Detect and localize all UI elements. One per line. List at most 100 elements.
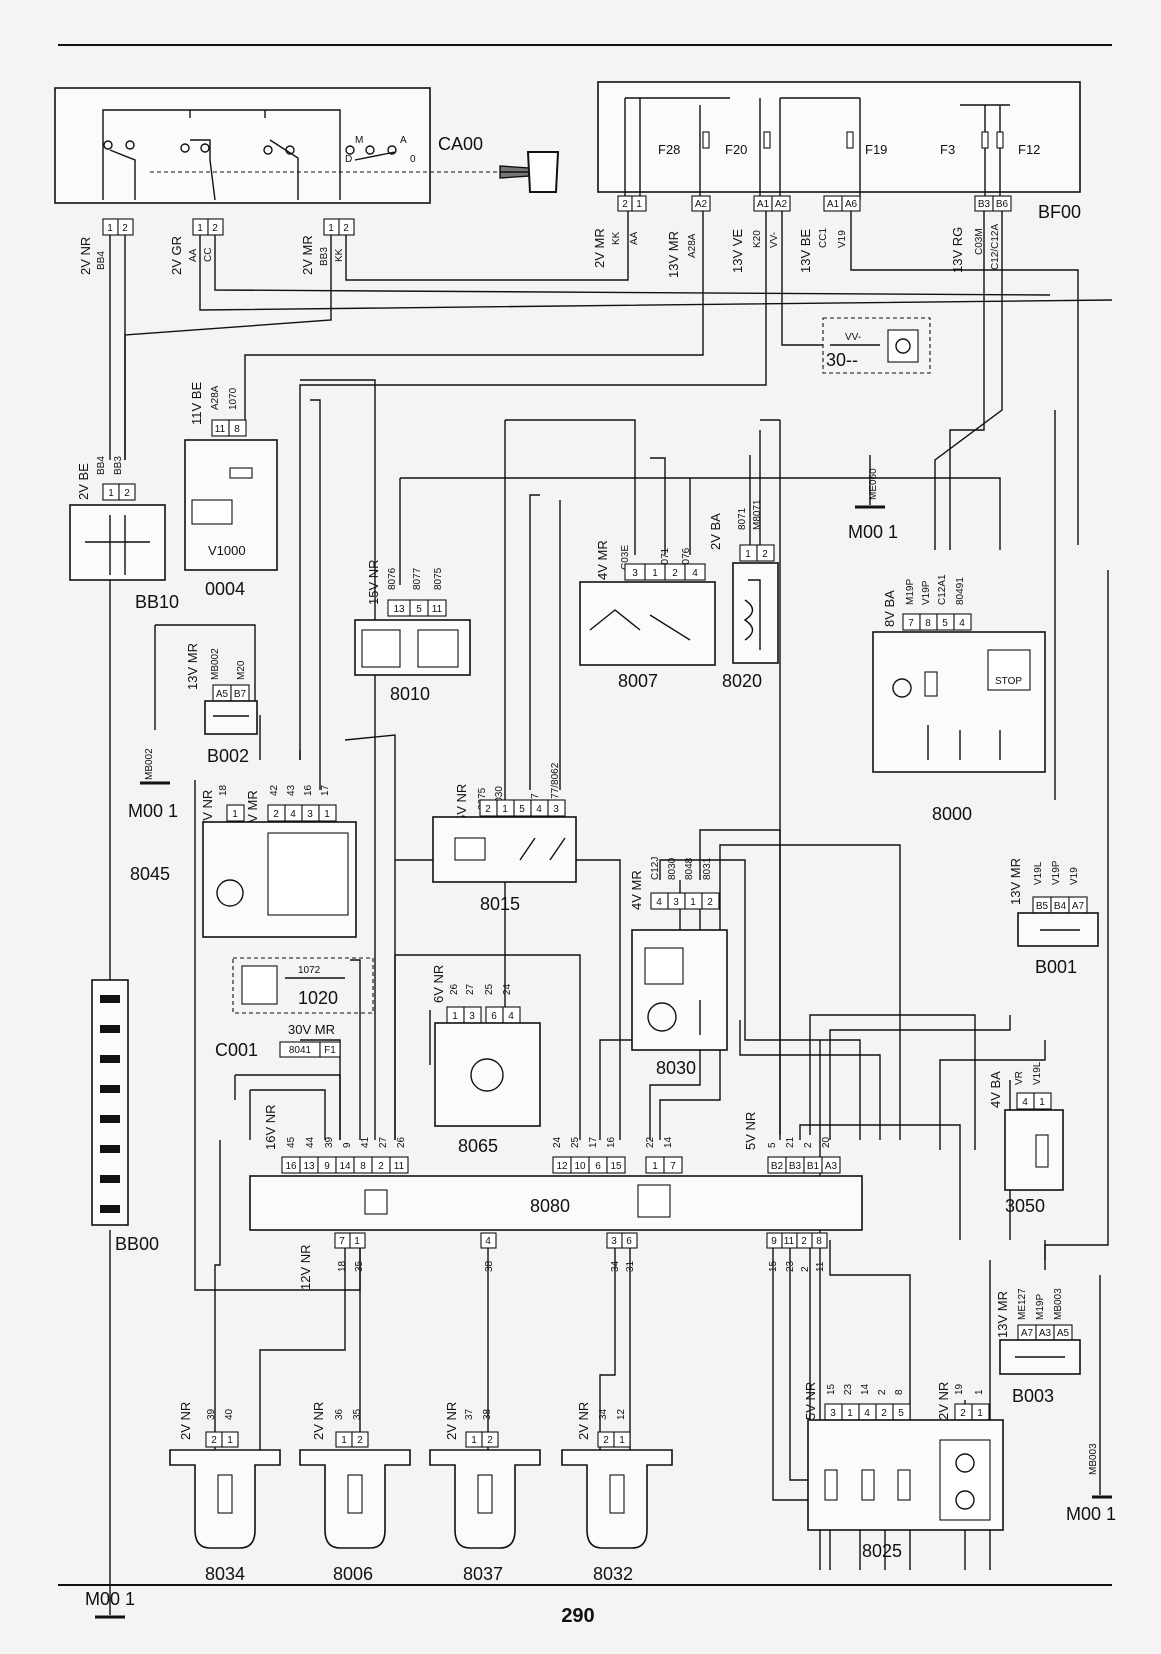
svg-text:BB3: BB3 (113, 456, 124, 475)
bf00-c-code-vv: VV- (769, 232, 780, 248)
svg-text:14: 14 (663, 1136, 674, 1148)
svg-text:V19P: V19P (1051, 860, 1062, 885)
ground-bottom-right: MB003 M00 1 (1066, 1443, 1116, 1524)
svg-text:4V BA: 4V BA (988, 1071, 1003, 1108)
svg-text:35: 35 (354, 1260, 365, 1272)
svg-text:2: 2 (603, 1435, 609, 1446)
svg-text:8: 8 (234, 424, 240, 435)
bf00-a-spec: 2V MR (592, 228, 607, 268)
svg-text:2: 2 (622, 199, 628, 210)
svg-text:6: 6 (626, 1236, 632, 1247)
svg-text:1: 1 (1039, 1097, 1045, 1108)
svg-text:V19L: V19L (1032, 1061, 1043, 1085)
sensor-8032: 2V NR 34 12 2 1 8032 (561, 1402, 673, 1584)
component-b002: 13V MR MB002 M20 A5 B7 B002 (185, 643, 258, 766)
ca00-mid-code-aa: AA (188, 248, 199, 262)
svg-text:16: 16 (303, 784, 314, 796)
svg-text:45: 45 (286, 1136, 297, 1148)
svg-text:VR: VR (1014, 1071, 1025, 1085)
svg-text:3: 3 (830, 1408, 836, 1419)
svg-text:3: 3 (307, 809, 313, 820)
svg-text:B4: B4 (1054, 901, 1067, 912)
sensor-8006: 2V NR 36 35 1 2 8006 (299, 1402, 411, 1584)
svg-text:A2: A2 (695, 199, 708, 210)
motor-icon (216, 879, 244, 907)
bf00-label: BF00 (1038, 202, 1081, 222)
svg-text:5V NR: 5V NR (803, 1382, 818, 1420)
fuse-f3: F3 (940, 142, 955, 157)
svg-text:11: 11 (815, 1261, 826, 1272)
ca00-left-code: BB4 (96, 251, 107, 270)
component-b001: 13V MR V19L V19P V19 B5 B4 A7 B001 (1008, 858, 1099, 977)
ca00-pos-d: D (345, 154, 352, 165)
svg-text:14: 14 (339, 1161, 351, 1172)
svg-text:V1000: V1000 (208, 543, 246, 558)
svg-text:4V MR: 4V MR (245, 790, 260, 830)
svg-text:4: 4 (692, 568, 698, 579)
svg-text:V19: V19 (1069, 867, 1080, 885)
svg-text:23: 23 (843, 1383, 854, 1395)
ca00-left-spec: 2V NR (78, 237, 93, 275)
battery-icon (191, 499, 233, 525)
fuse-f12: F12 (1018, 142, 1040, 157)
component-b002-label: B002 (207, 746, 249, 766)
svg-text:MB003: MB003 (1053, 1288, 1064, 1320)
svg-text:1: 1 (197, 223, 203, 234)
component-c001: 30V MR C001 8041 F1 (215, 1022, 341, 1060)
svg-text:17: 17 (320, 784, 331, 796)
svg-text:2: 2 (881, 1408, 887, 1419)
svg-text:1: 1 (328, 223, 334, 234)
svg-text:MB003: MB003 (1088, 1443, 1099, 1475)
svg-text:35: 35 (352, 1408, 363, 1420)
page-number: 290 (561, 1605, 594, 1627)
svg-text:2: 2 (707, 897, 713, 908)
svg-text:2V BE: 2V BE (76, 463, 91, 500)
svg-text:A3: A3 (1039, 1328, 1052, 1339)
svg-text:7: 7 (670, 1161, 676, 1172)
svg-text:13: 13 (393, 604, 405, 615)
svg-text:1: 1 (108, 488, 114, 499)
svg-text:15: 15 (826, 1383, 837, 1395)
svg-text:7: 7 (339, 1236, 345, 1247)
svg-text:M8071: M8071 (752, 499, 763, 530)
svg-text:24: 24 (502, 983, 513, 995)
svg-text:2V BA: 2V BA (708, 513, 723, 550)
svg-text:42: 42 (269, 784, 280, 796)
svg-text:8076: 8076 (681, 547, 692, 570)
svg-text:A5: A5 (216, 689, 229, 700)
svg-text:2: 2 (762, 549, 768, 560)
svg-text:A28A: A28A (210, 385, 221, 410)
lamp-30: VV- 30-- (822, 317, 931, 374)
svg-text:3: 3 (611, 1236, 617, 1247)
svg-text:2: 2 (378, 1161, 384, 1172)
ca00-right-spec: 2V MR (300, 235, 315, 275)
svg-text:C12J: C12J (650, 857, 661, 880)
svg-text:21: 21 (785, 1136, 796, 1148)
svg-text:1: 1 (745, 549, 751, 560)
svg-text:31: 31 (625, 1260, 636, 1272)
svg-text:2: 2 (485, 804, 491, 815)
svg-text:2V NR: 2V NR (311, 1402, 326, 1440)
svg-text:M20: M20 (236, 660, 247, 680)
bf00-c-code-k20: K20 (752, 230, 763, 248)
component-1020-label: 1020 (298, 988, 338, 1008)
svg-text:20: 20 (821, 1136, 832, 1148)
svg-text:4: 4 (864, 1408, 870, 1419)
light-icon (895, 338, 911, 354)
svg-text:F1: F1 (324, 1045, 336, 1056)
svg-text:4V MR: 4V MR (629, 870, 644, 910)
component-b003: 13V MR ME127 M19P MB003 A7 A3 A5 B003 (995, 1288, 1081, 1406)
svg-text:A1: A1 (757, 199, 770, 210)
svg-text:4: 4 (485, 1236, 491, 1247)
motor-icon (470, 1058, 504, 1092)
svg-text:1: 1 (502, 804, 508, 815)
svg-text:C12A1: C12A1 (937, 574, 948, 605)
svg-text:25: 25 (484, 983, 495, 995)
ca00-pos-a: A (400, 135, 407, 146)
svg-text:1: 1 (847, 1408, 853, 1419)
svg-text:16V NR: 16V NR (263, 1104, 278, 1150)
svg-text:2: 2 (800, 1266, 811, 1272)
component-bb10: 2V BE BB4 BB3 1 2 BB10 (69, 456, 179, 612)
svg-text:15: 15 (610, 1161, 622, 1172)
component-8025-label: 8025 (862, 1541, 902, 1561)
